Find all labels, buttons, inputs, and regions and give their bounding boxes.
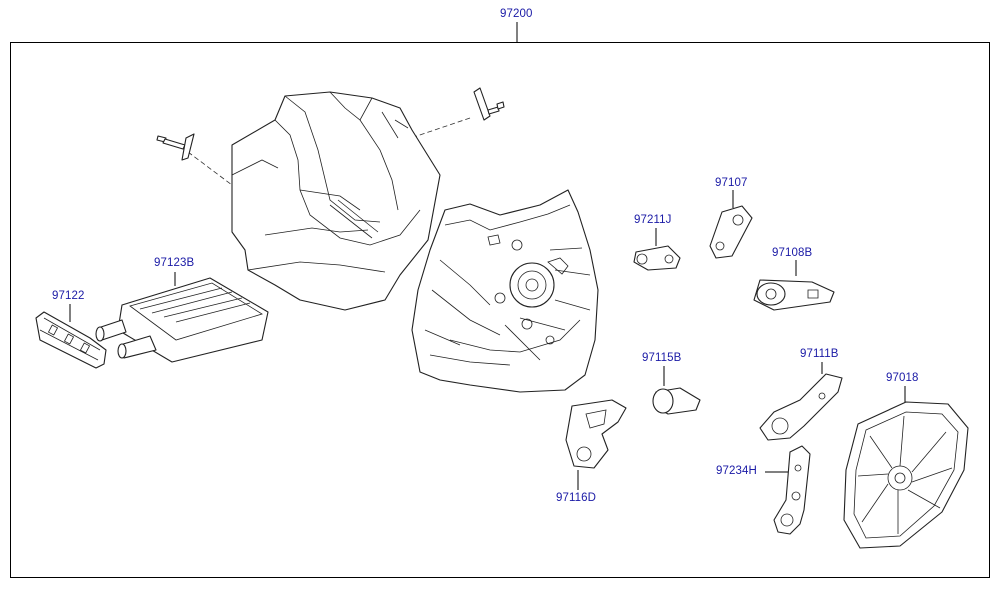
- label-lever-a[interactable]: 97107: [715, 177, 748, 189]
- blower-case-right-half: [411, 189, 599, 393]
- assembly-frame: [10, 42, 990, 578]
- label-assembly[interactable]: 97200: [500, 8, 533, 20]
- label-door-lever[interactable]: 97211J: [634, 214, 672, 226]
- door-lever-bracket-drawing: [565, 399, 627, 490]
- label-lever-b[interactable]: 97108B: [772, 247, 813, 259]
- label-cover[interactable]: 97018: [886, 372, 919, 384]
- label-door-lever-bracket[interactable]: 97116D: [556, 492, 597, 504]
- cover-drawing: [843, 386, 969, 549]
- lever-b-drawing: [753, 260, 835, 311]
- screw-right-icon: [404, 87, 505, 141]
- label-heater-core[interactable]: 97123B: [154, 257, 195, 269]
- label-lever-c[interactable]: 97115B: [642, 352, 682, 364]
- screw-left-icon: [156, 133, 237, 189]
- heater-core-seal-drawing: [35, 304, 107, 369]
- heater-case-left-half: [231, 91, 441, 311]
- label-heater-core-seal[interactable]: 97122: [52, 290, 85, 302]
- door-lever-drawing: [633, 228, 681, 271]
- lever-e-drawing: [765, 445, 811, 535]
- lever-d-drawing: [759, 362, 843, 441]
- label-lever-d[interactable]: 97111B: [800, 348, 839, 360]
- heater-core-drawing: [95, 272, 269, 363]
- lever-a-drawing: [709, 190, 753, 259]
- lever-c-drawing: [652, 366, 701, 415]
- label-lever-e[interactable]: 97234H: [716, 465, 757, 477]
